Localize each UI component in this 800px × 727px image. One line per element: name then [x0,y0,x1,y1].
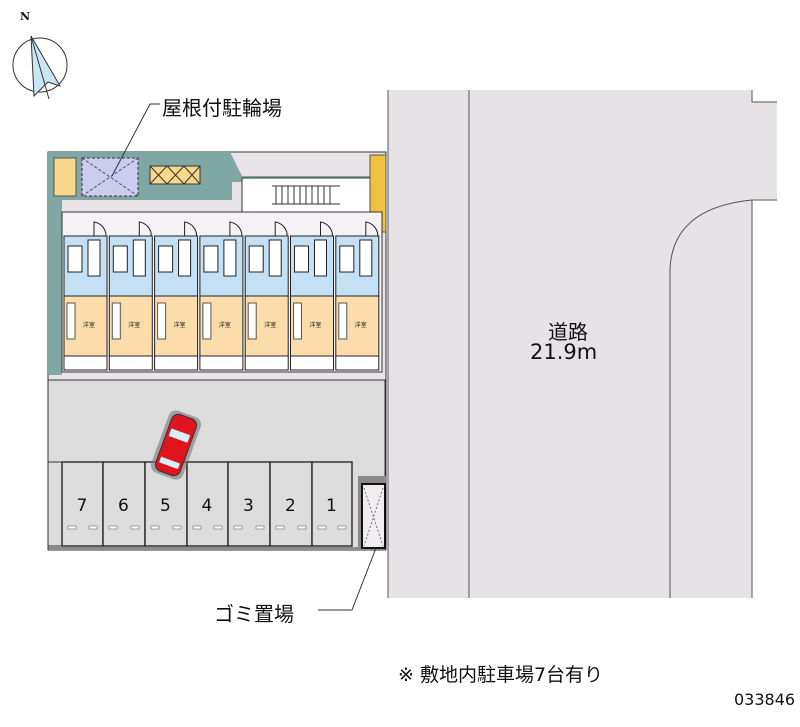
room-label: 洋室 [309,322,322,329]
room-label: 洋室 [83,322,96,329]
apartment-unit [154,221,199,371]
apartment-unit [199,221,244,371]
parking-stall [311,461,353,547]
parking-stall-number: 3 [243,496,254,516]
room-label: 洋室 [264,322,277,329]
walkway [48,152,372,375]
parking-stall-number: 1 [326,496,337,516]
road-width-label: 21.9m [530,340,598,364]
room-label: 洋室 [354,322,367,329]
road-label: 道路 [548,320,588,344]
compass-north-label: N [20,10,31,23]
parking-stall-number: 2 [285,496,296,516]
staircase [241,177,371,213]
apartment-unit [63,221,108,371]
apartment-unit [290,221,334,371]
parking-stall-number: 4 [201,496,213,516]
property-id: 033846 [734,690,796,709]
bench [53,157,77,197]
parking-note: ※ 敷地内駐車場7台有り [398,664,604,686]
parking-stall-number: 5 [160,496,171,516]
parking-stall [102,461,146,547]
compass-icon [12,35,68,100]
road [387,90,777,598]
garbage-area-label: ゴミ置場 [214,602,294,626]
parking-stall-number: 6 [118,496,129,516]
apartment-unit [335,221,380,371]
parking-stall [227,461,271,547]
parking-stall-number: 7 [76,496,88,516]
room-label: 洋室 [218,322,231,329]
bicycle-shelter [81,157,139,197]
garbage-area [358,476,386,549]
apartment-unit [108,221,153,371]
room-label: 洋室 [128,322,141,329]
storage-boxes [149,165,201,185]
bicycle-shelter-label: 屋根付駐輪場 [162,96,282,120]
parking-stall [186,461,229,547]
room-label: 洋室 [173,322,186,329]
parking-stall [269,461,313,547]
apartment-unit [244,221,289,371]
car-icon [150,410,202,480]
parking-stall [61,461,104,547]
